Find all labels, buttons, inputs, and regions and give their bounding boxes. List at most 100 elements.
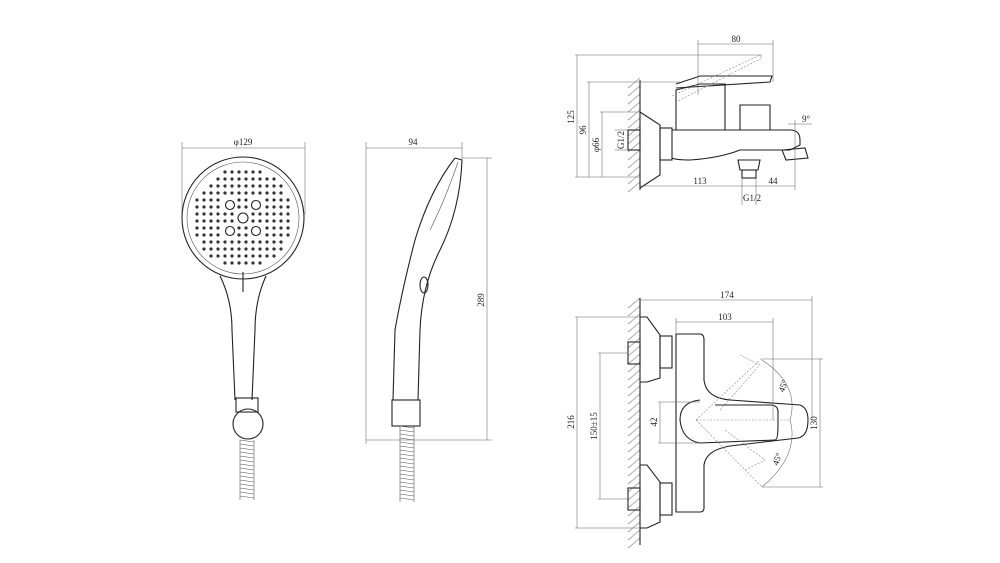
nozzle: [230, 212, 234, 216]
mixer-top-view: 174 103 216 150±15 42 130 45° 45°: [566, 290, 823, 549]
nozzle: [258, 177, 262, 181]
nozzle: [251, 247, 255, 251]
nozzle: [237, 170, 241, 174]
nozzle: [279, 240, 283, 244]
angle-up-label: 45°: [776, 378, 790, 394]
nozzle: [202, 205, 206, 209]
nozzle: [251, 261, 255, 265]
nozzle: [244, 247, 248, 251]
nozzle: [195, 226, 199, 230]
nozzle: [223, 261, 227, 265]
nozzle: [251, 177, 255, 181]
body-width-dimension: 103: [718, 312, 732, 322]
nozzle: [216, 198, 220, 202]
nozzle: [216, 240, 220, 244]
nozzle: [230, 170, 234, 174]
handle-reach-dimension: 80: [732, 34, 742, 44]
nozzle: [223, 247, 227, 251]
nozzle: [272, 198, 276, 202]
nozzle: [237, 233, 241, 237]
handle-swing-dimension: 130: [809, 416, 819, 430]
nozzle: [279, 198, 283, 202]
nozzle: [279, 205, 283, 209]
nozzle: [244, 191, 248, 195]
wall-hatching: [627, 297, 641, 549]
nozzle: [216, 247, 220, 251]
nozzle: [265, 254, 269, 258]
nozzle: [230, 184, 234, 188]
nozzle: [216, 233, 220, 237]
nozzle: [265, 247, 269, 251]
hose: [399, 425, 415, 502]
nozzle: [251, 170, 255, 174]
nozzle: [251, 254, 255, 258]
nozzle: [279, 233, 283, 237]
nozzle: [279, 191, 283, 195]
nozzle: [209, 226, 213, 230]
nozzle: [209, 240, 213, 244]
nozzle: [258, 191, 262, 195]
nozzle: [244, 233, 248, 237]
total-length-dimension: 216: [566, 415, 576, 429]
angle-down-label: 45°: [770, 451, 784, 467]
nozzle: [251, 219, 255, 223]
flange-diameter-dimension: φ66: [591, 137, 601, 152]
nozzle: [279, 184, 283, 188]
nozzle: [216, 212, 220, 216]
nozzle: [195, 198, 199, 202]
nozzle: [244, 177, 248, 181]
nozzle: [223, 240, 227, 244]
nozzle: [265, 184, 269, 188]
outlet-offset-dimension: 113: [693, 176, 707, 186]
diameter-dimension: φ129: [234, 137, 253, 147]
nozzle: [279, 226, 283, 230]
nozzle: [244, 184, 248, 188]
nozzle: [237, 184, 241, 188]
nozzle: [202, 198, 206, 202]
nozzle: [244, 205, 248, 209]
hand-shower-front-view: φ129: [181, 137, 306, 500]
nozzle: [202, 247, 206, 251]
nozzle: [258, 254, 262, 258]
nozzle: [265, 191, 269, 195]
nozzle: [279, 219, 283, 223]
nozzle: [237, 177, 241, 181]
nozzle: [286, 233, 290, 237]
nozzle: [223, 212, 227, 216]
nozzle: [237, 254, 241, 258]
nozzle: [244, 170, 248, 174]
nozzle: [272, 184, 276, 188]
nozzle: [258, 212, 262, 216]
center-nozzle: [250, 199, 262, 211]
nozzle: [265, 219, 269, 223]
nozzle: [251, 240, 255, 244]
nozzle: [258, 261, 262, 265]
center-nozzle: [237, 212, 249, 224]
nozzle: [279, 212, 283, 216]
hand-shower-side-view: 94 289: [365, 137, 492, 502]
nozzle: [265, 205, 269, 209]
nozzle: [202, 240, 206, 244]
body-height-dimension: 96: [578, 125, 588, 135]
center-nozzle: [250, 225, 262, 237]
nozzle: [237, 261, 241, 265]
nozzle: [237, 198, 241, 202]
width-dimension: 94: [409, 137, 419, 147]
nozzle: [202, 233, 206, 237]
nozzle: [209, 205, 213, 209]
wall-bracket: [232, 408, 264, 440]
nozzle: [216, 219, 220, 223]
nozzle: [244, 254, 248, 258]
nozzle: [209, 233, 213, 237]
nozzle: [286, 226, 290, 230]
nozzle: [230, 240, 234, 244]
nozzle: [272, 219, 276, 223]
spray-nozzles: [195, 170, 290, 265]
nozzle: [237, 205, 241, 209]
nozzle: [209, 254, 213, 258]
nozzle: [230, 191, 234, 195]
nozzle: [258, 219, 262, 223]
total-height-dimension: 125: [566, 110, 576, 124]
nozzle: [286, 198, 290, 202]
